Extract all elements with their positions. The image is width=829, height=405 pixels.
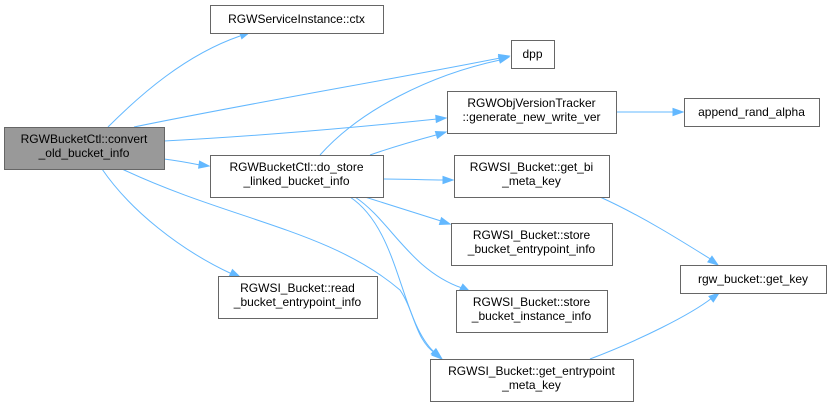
node-label: RGWSI_Bucket::store [473,295,591,309]
node-label: _bucket_entrypoint_info [467,242,596,256]
edge-get_bi-get_key [599,196,720,266]
node-label: _bucket_instance_info [471,309,592,323]
edge-do_store-store_entry [364,196,452,225]
arrowhead-icon [434,131,448,140]
node-box [451,223,613,266]
node-box [680,265,827,294]
edge-line [369,134,437,156]
edge-line [349,196,435,353]
node-get-key[interactable]: rgw_bucket::get_key [680,265,827,294]
node-box [210,155,384,198]
node-label: RGWServiceInstance::ctx [228,12,365,26]
arrowhead-icon [435,114,448,124]
node-do-store[interactable]: RGWBucketCtl::do_store_linked_bucket_inf… [210,155,384,198]
node-box [218,276,378,319]
arrowhead-icon [438,216,452,225]
node-box [447,91,617,134]
node-get-entry-key[interactable]: RGWSI_Bucket::get_entrypoint_meta_key [430,359,634,402]
node-label: RGWSI_Bucket::store [473,228,591,242]
edge-line [107,35,241,128]
node-label: RGWBucketCtl::convert [21,132,148,146]
node-store-entry[interactable]: RGWSI_Bucket::store_bucket_entrypoint_in… [451,223,613,266]
arrowhead-icon [442,175,455,185]
arrowhead-icon [672,107,685,117]
node-label: _meta_key [501,174,561,188]
node-label: RGWSI_Bucket::get_bi [470,160,593,174]
edges-layer [101,31,721,360]
node-box [511,40,555,69]
edge-line [382,178,445,181]
node-label: append_rand_alpha [698,105,805,119]
node-get-bi[interactable]: RGWSI_Bucket::get_bi_meta_key [454,155,610,198]
node-gen-ver[interactable]: RGWObjVersionTracker::generate_new_write… [447,91,617,134]
node-read-entry[interactable]: RGWSI_Bucket::read_bucket_entrypoint_inf… [218,276,378,319]
edge-root-ctx [107,31,252,128]
nodes-layer: RGWBucketCtl::convert_old_bucket_infoRGW… [4,5,827,402]
arrowhead-icon [708,292,721,303]
node-box [210,5,384,34]
node-box [684,98,820,127]
node-label: RGWObjVersionTracker [467,96,595,110]
node-append[interactable]: append_rand_alpha [684,98,820,127]
edge-root-gen_ver [163,114,448,142]
edge-root-do_store [163,158,211,169]
edge-line [354,196,463,289]
arrowhead-icon [707,255,720,266]
edge-do_store-gen_ver [369,131,448,156]
node-box [454,155,610,198]
edge-line [163,118,438,142]
node-label: dpp [522,47,542,61]
node-label: _meta_key [501,378,561,392]
node-label: RGWSI_Bucket::get_entrypoint [448,364,615,378]
node-label: _bucket_entrypoint_info [233,295,362,309]
edge-line [133,57,501,128]
edge-do_store-get_bi [382,175,455,185]
edge-line [589,297,713,360]
arrowhead-icon [198,160,211,169]
node-label: RGWSI_Bucket::read [240,281,355,295]
node-box [456,290,608,333]
edge-line [163,158,201,166]
edge-line [599,196,713,261]
node-label: ::generate_new_write_ver [462,110,600,124]
arrowhead-icon [430,347,443,360]
node-store-inst[interactable]: RGWSI_Bucket::store_bucket_instance_info [456,290,608,333]
edge-do_store-get_entry_key [349,196,443,360]
node-label: _linked_bucket_info [242,174,349,188]
node-label: rgw_bucket::get_key [698,272,808,286]
edge-line [121,168,437,355]
edge-line [101,168,233,275]
edge-line [319,59,501,156]
node-label: _old_bucket_info [38,146,130,160]
node-box [4,127,165,170]
node-label: RGWBucketCtl::do_store [229,160,363,174]
edge-get_entry_key-get_key [589,292,721,360]
node-ctx[interactable]: RGWServiceInstance::ctx [210,5,384,34]
edge-gen_ver-append [616,107,685,117]
node-root[interactable]: RGWBucketCtl::convert_old_bucket_info [4,127,165,170]
node-box [430,359,634,402]
edge-line [364,196,442,222]
edge-do_store-dpp [319,55,511,156]
node-dpp[interactable]: dpp [511,40,555,69]
arrowhead-icon [497,55,511,64]
